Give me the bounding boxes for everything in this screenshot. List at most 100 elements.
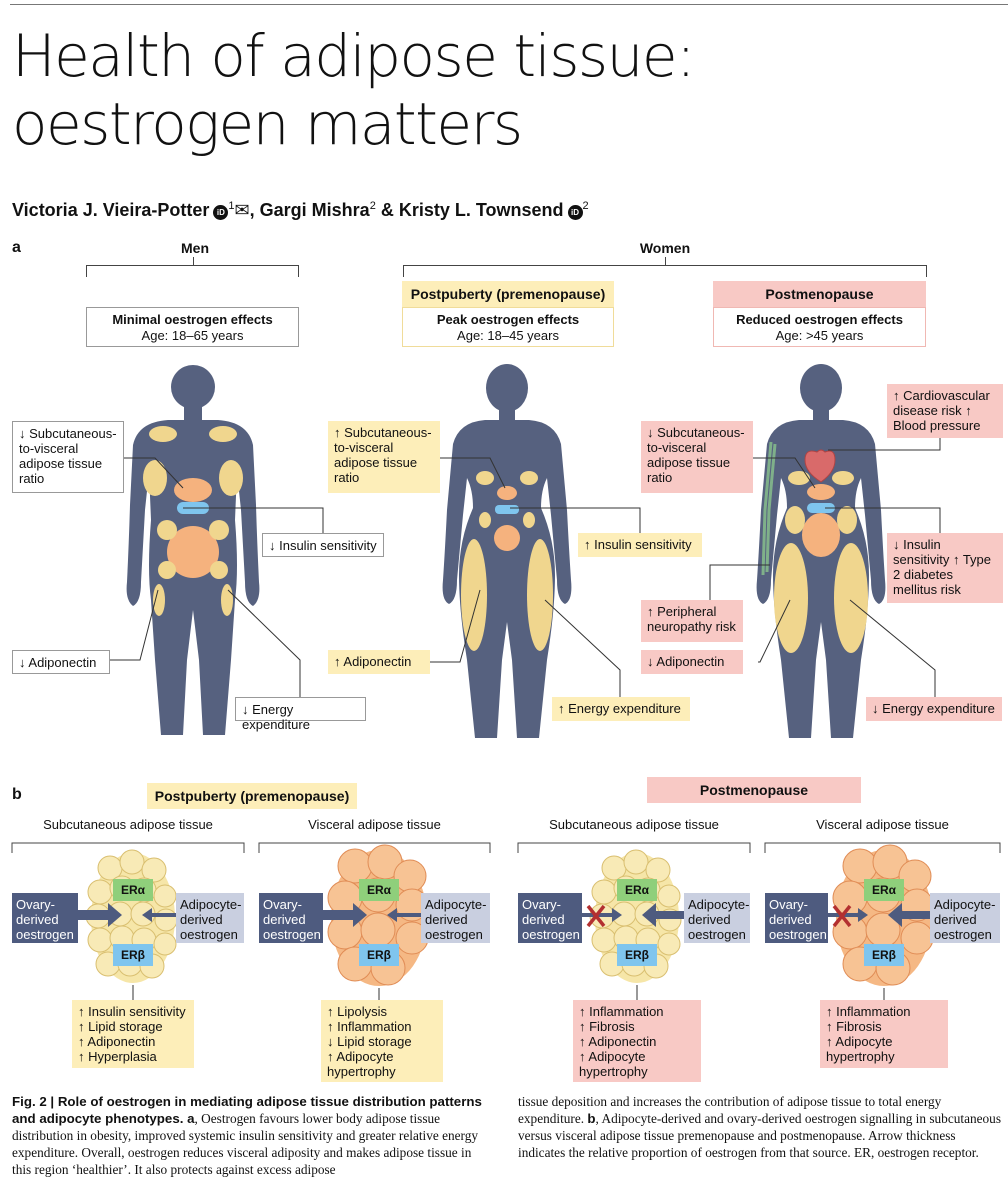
author-1-affil: 1 — [228, 200, 235, 212]
post-subq-ratio-box: ↓ Subcutaneous-to-visceral adipose tissu… — [641, 421, 753, 493]
effect-item: ↑ Inflammation — [327, 1019, 412, 1034]
ovary-oestrogen-box: Ovary-derived oestrogen — [12, 893, 78, 943]
panel-b-label: b — [12, 786, 22, 803]
author-2[interactable]: , Gargi Mishra — [249, 200, 370, 220]
caption-title: Fig. 2 | Role of oestrogen in mediating … — [12, 1094, 482, 1126]
ovary-oestrogen-box: Ovary-derived oestrogen — [765, 893, 828, 943]
effect-item: ↑ Hyperplasia — [78, 1049, 157, 1064]
men-header-box: Minimal oestrogen effects Age: 18–65 yea… — [86, 307, 299, 347]
panel-b-brackets — [11, 842, 1001, 853]
figure-caption-right: tissue deposition and increases the cont… — [518, 1093, 1002, 1161]
post-header-box: Reduced oestrogen effects Age: >45 years — [713, 307, 926, 347]
post-visc-label: Visceral adipose tissue — [816, 817, 949, 832]
er-beta-label: ERβ — [864, 944, 904, 966]
caption-b-label: b — [587, 1111, 596, 1126]
men-energy-box: ↓ Energy expenditure — [235, 697, 366, 732]
effect-item: ↑ Lipid storage — [78, 1019, 163, 1034]
er-alpha-label: ERα — [359, 879, 399, 901]
men-bracket — [86, 257, 299, 277]
caption-left-text: , Oestrogen favours lower body adipose t… — [12, 1111, 479, 1177]
post-effect-title: Reduced oestrogen effects — [736, 312, 903, 327]
ovary-oestrogen-box: Ovary-derived oestrogen — [259, 893, 323, 943]
effect-item: ↑ Insulin sensitivity — [78, 1004, 186, 1019]
oestrogen-arrows — [78, 903, 930, 927]
post-energy-box: ↓ Energy expenditure — [866, 697, 1002, 721]
caption-right-text-2: , Adipocyte-derived and ovary-derived oe… — [518, 1111, 1001, 1160]
post-neuropathy-box: ↑ Peripheral neuropathy risk — [641, 600, 743, 642]
post-insulin-box: ↓ Insulin sensitivity ↑ Type 2 diabetes … — [887, 533, 1003, 603]
effect-item: ↑ Fibrosis — [826, 1019, 882, 1034]
effect-item: ↑ Inflammation — [826, 1004, 911, 1019]
author-3[interactable]: & Kristy L. Townsend — [375, 200, 564, 220]
pre-effect-title: Peak oestrogen effects — [436, 312, 580, 327]
er-beta-label: ERβ — [617, 944, 657, 966]
post-visc-effects: ↑ Inflammation ↑ Fibrosis ↑ Adipocyte hy… — [820, 1000, 948, 1068]
pre-header-box: Peak oestrogen effects Age: 18–45 years — [402, 307, 614, 347]
ovary-oestrogen-box: Ovary-derived oestrogen — [518, 893, 582, 943]
blocked-x-icons — [586, 904, 852, 928]
er-beta-label: ERβ — [113, 944, 153, 966]
post-subq-label: Subcutaneous adipose tissue — [549, 817, 719, 832]
women-heading: Women — [639, 240, 691, 256]
women-bracket — [403, 257, 927, 277]
post-cardio-box: ↑ Cardiovascular disease risk ↑ Blood pr… — [887, 384, 1003, 438]
pre-adiponectin-box: ↑ Adiponectin — [328, 650, 430, 674]
post-subq-effects: ↑ Inflammation ↑ Fibrosis ↑ Adiponectin … — [573, 1000, 701, 1082]
panel-b-pre-tag: Postpuberty (premenopause) — [147, 783, 357, 809]
men-age: Age: 18–65 years — [141, 328, 244, 343]
top-rule — [10, 4, 1008, 5]
effect-item: ↑ Adipocyte hypertrophy — [327, 1049, 396, 1079]
er-alpha-label: ERα — [864, 879, 904, 901]
adipocyte-oestrogen-box: Adipocyte-derived oestrogen — [421, 893, 490, 943]
figure-caption-left: Fig. 2 | Role of oestrogen in mediating … — [12, 1093, 490, 1178]
post-age: Age: >45 years — [775, 328, 864, 343]
article-title: Health of adipose tissue: oestrogen matt… — [12, 22, 696, 158]
caption-a-label: a — [183, 1111, 195, 1126]
post-adiponectin-box: ↓ Adiponectin — [641, 650, 743, 674]
author-1[interactable]: Victoria J. Vieira-Potter — [12, 200, 210, 220]
panel-b-stems — [132, 985, 885, 1000]
pre-insulin-box: ↑ Insulin sensitivity — [578, 533, 702, 557]
female-postmenopause-body-icon — [756, 364, 886, 738]
pre-visc-effects: ↑ Lipolysis ↑ Inflammation ↓ Lipid stora… — [321, 1000, 443, 1082]
postmenopause-tag: Postmenopause — [713, 281, 926, 307]
pre-age: Age: 18–45 years — [457, 328, 559, 343]
effect-item: ↑ Adipocyte hypertrophy — [579, 1049, 648, 1079]
er-alpha-label: ERα — [617, 879, 657, 901]
effect-item: ↑ Inflammation — [579, 1004, 664, 1019]
title-line-2: oestrogen matters — [12, 90, 523, 158]
er-alpha-label: ERα — [113, 879, 153, 901]
premenopause-tag: Postpuberty (premenopause) — [402, 281, 614, 307]
pre-energy-box: ↑ Energy expenditure — [552, 697, 690, 721]
panel-b-post-tag: Postmenopause — [647, 777, 861, 803]
men-subq-ratio-box: ↓ Subcutaneous-to-visceral adipose tissu… — [12, 421, 124, 493]
pre-subq-effects: ↑ Insulin sensitivity ↑ Lipid storage ↑ … — [72, 1000, 194, 1068]
men-insulin-box: ↓ Insulin sensitivity — [262, 533, 384, 557]
panel-a-label: a — [12, 239, 21, 256]
pre-subq-ratio-box: ↑ Subcutaneous-to-visceral adipose tissu… — [328, 421, 440, 493]
effect-item: ↑ Adiponectin — [579, 1034, 657, 1049]
pre-visc-label: Visceral adipose tissue — [308, 817, 441, 832]
author-3-affil: 2 — [582, 200, 589, 212]
er-beta-label: ERβ — [359, 944, 399, 966]
effect-item: ↑ Lipolysis — [327, 1004, 387, 1019]
email-icon[interactable]: ✉ — [234, 200, 250, 220]
men-effect-title: Minimal oestrogen effects — [112, 312, 273, 327]
orcid-icon[interactable]: iD — [213, 205, 229, 220]
pre-subq-label: Subcutaneous adipose tissue — [43, 817, 213, 832]
adipocyte-oestrogen-box: Adipocyte-derived oestrogen — [176, 893, 244, 943]
men-heading: Men — [181, 240, 209, 256]
adipocyte-oestrogen-box: Adipocyte-derived oestrogen — [930, 893, 1000, 943]
caption-right-text-1: tissue deposition and increases the cont… — [518, 1094, 942, 1126]
adipocyte-oestrogen-box: Adipocyte-derived oestrogen — [684, 893, 750, 943]
effect-item: ↑ Fibrosis — [579, 1019, 635, 1034]
effect-item: ↑ Adiponectin — [78, 1034, 156, 1049]
female-premenopause-body-icon — [442, 364, 572, 738]
male-body-icon — [126, 365, 260, 735]
orcid-icon[interactable]: iD — [567, 205, 583, 220]
effect-item: ↓ Lipid storage — [327, 1034, 412, 1049]
title-line-1: Health of adipose tissue: — [12, 22, 696, 90]
men-adiponectin-box: ↓ Adiponectin — [12, 650, 110, 674]
